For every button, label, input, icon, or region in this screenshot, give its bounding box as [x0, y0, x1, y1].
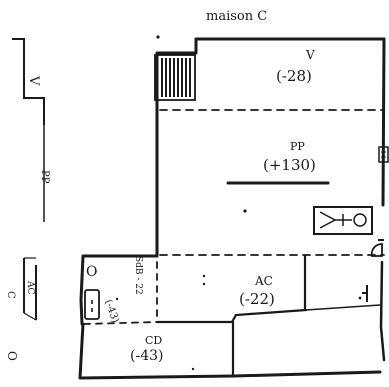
- room-ac-name: AC: [254, 274, 273, 288]
- elevation-label-c: C: [5, 291, 16, 299]
- room-ac-level: (-22): [239, 290, 275, 308]
- room-pp-name: PP: [290, 140, 305, 153]
- sink-icon: [313, 206, 373, 235]
- elevation-label-ac: AC: [25, 280, 35, 294]
- stray-dots: [115, 35, 362, 371]
- interior-partitions: [83, 109, 385, 378]
- room-sdb-note: SdB - 22: [133, 256, 143, 295]
- fixture-label: O: [86, 264, 97, 280]
- door-swing-icon: [370, 243, 383, 257]
- stair-icon: [154, 54, 196, 101]
- elevation-label-o: O: [5, 351, 19, 361]
- wall-symbols: [362, 146, 389, 302]
- plan-title: maison C: [206, 9, 267, 24]
- room-cd-level: (-43): [130, 348, 163, 364]
- room-cd-name: CD: [145, 334, 162, 347]
- room-v-name: V: [305, 48, 315, 62]
- elevation-label-v: V: [26, 75, 41, 86]
- outer-walls: [78, 37, 386, 380]
- room-pp-level: (+130): [263, 156, 316, 174]
- room-sdb-level: (-43): [102, 298, 121, 324]
- bathtub-icon: [84, 289, 100, 320]
- room-v-level: (-28): [276, 67, 312, 85]
- elevation-label-pp: PP: [39, 170, 50, 184]
- elevation-strip: [12, 38, 45, 321]
